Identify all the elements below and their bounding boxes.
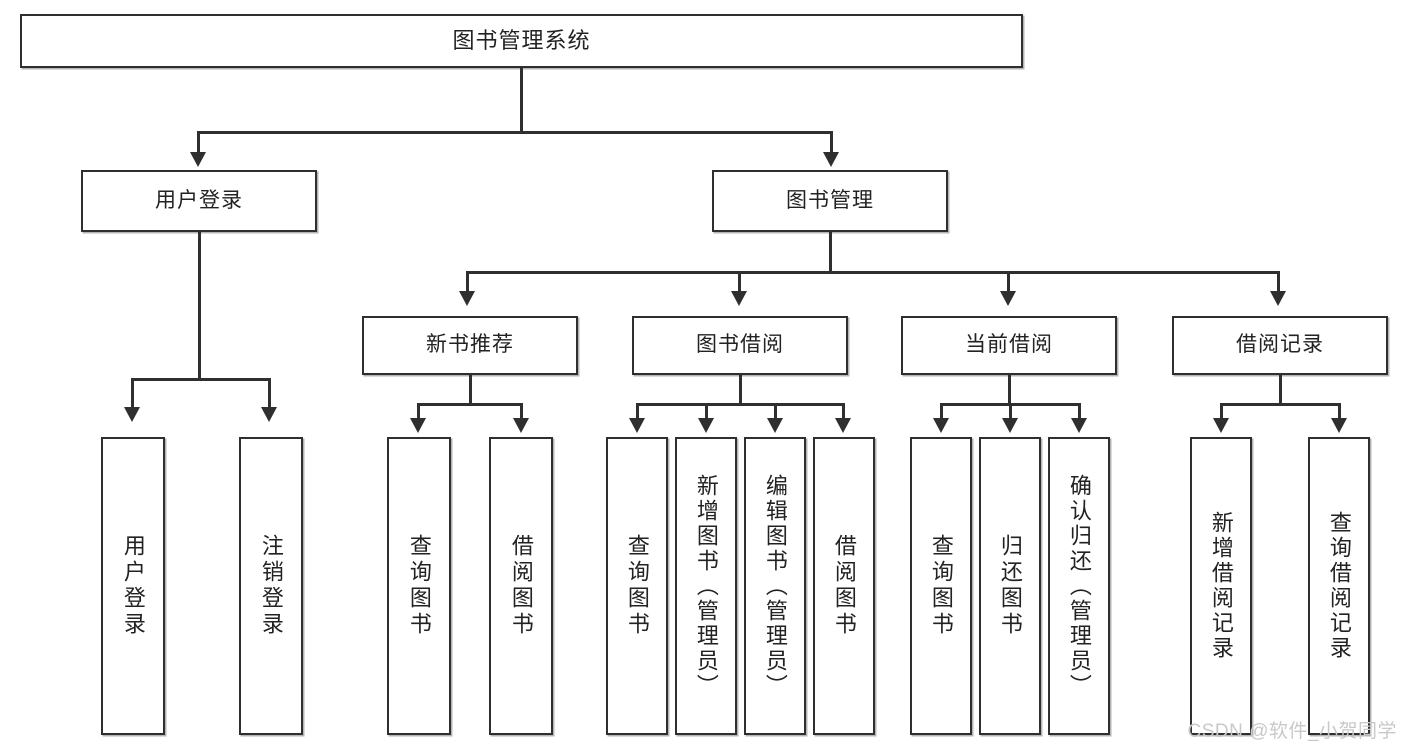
arrowhead-current-borrow-0 (933, 418, 949, 433)
connector-new-book-drop-0 (417, 403, 420, 419)
arrowhead-new-book-1 (513, 418, 529, 433)
node-label: 新增图书（管理员） (693, 473, 719, 699)
arrowhead-borrow-record-1 (1331, 418, 1347, 433)
arrowhead-user-login-1 (261, 407, 277, 422)
arrowhead-level3-3 (1270, 291, 1286, 306)
connector-new-book-bus (417, 403, 522, 406)
node-label: 编辑图书（管理员） (762, 473, 788, 699)
node-label: 图书借阅 (696, 333, 784, 357)
leaf-borrow-record-add-record[interactable]: 新增借阅记录 (1190, 437, 1252, 735)
connector-book-mgmt-stem (829, 232, 832, 273)
node-label: 查询图书 (928, 534, 954, 638)
arrowhead-level3-0 (459, 291, 475, 306)
arrowhead-book-borrow-0 (629, 418, 645, 433)
node-new-book-recommend[interactable]: 新书推荐 (362, 316, 578, 375)
connector-current-borrow-drop-1 (1009, 403, 1012, 419)
node-label: 查询借阅记录 (1326, 511, 1352, 661)
leaf-book-borrow-add-book[interactable]: 新增图书（管理员） (675, 437, 737, 735)
connector-borrow-record-drop-0 (1220, 403, 1223, 419)
leaf-book-borrow-edit-book[interactable]: 编辑图书（管理员） (744, 437, 806, 735)
connector-book-borrow-bus (636, 403, 844, 406)
arrowhead-current-borrow-2 (1071, 418, 1087, 433)
node-label: 借阅记录 (1236, 333, 1324, 357)
connector-borrow-record-bus (1220, 403, 1340, 406)
node-label: 当前借阅 (965, 333, 1053, 357)
node-label: 新增借阅记录 (1208, 511, 1234, 661)
leaf-new-book-borrow-book[interactable]: 借阅图书 (489, 437, 553, 735)
node-label: 图书管理 (786, 188, 874, 212)
node-book-management[interactable]: 图书管理 (712, 170, 948, 232)
leaf-borrow-record-query-record[interactable]: 查询借阅记录 (1308, 437, 1370, 735)
arrowhead-borrow-record-0 (1213, 418, 1229, 433)
node-label: 图书管理系统 (452, 28, 591, 54)
connector-new-book-stem (469, 375, 472, 405)
node-label: 查询图书 (624, 534, 650, 638)
node-label: 借阅图书 (831, 534, 857, 638)
leaf-book-borrow-borrow-book[interactable]: 借阅图书 (813, 437, 875, 735)
connector-book-borrow-drop-3 (842, 403, 845, 419)
leaf-current-borrow-confirm-return[interactable]: 确认归还（管理员） (1048, 437, 1110, 735)
connector-book-borrow-drop-2 (774, 403, 777, 419)
connector-level2-bus (197, 131, 832, 134)
arrowhead-book-borrow-1 (698, 418, 714, 433)
arrowhead-level3-2 (1000, 291, 1016, 306)
arrowhead-book-borrow-2 (767, 418, 783, 433)
connector-user-login-bus (131, 378, 270, 381)
connector-current-borrow-drop-0 (940, 403, 943, 419)
connector-level2-drop-1 (830, 131, 833, 153)
leaf-new-book-query-book[interactable]: 查询图书 (387, 437, 451, 735)
leaf-current-borrow-return-book[interactable]: 归还图书 (979, 437, 1041, 735)
arrowhead-user-login-0 (124, 407, 140, 422)
connector-borrow-record-drop-1 (1338, 403, 1341, 419)
connector-current-borrow-stem (1008, 375, 1011, 405)
connector-borrow-record-stem (1279, 375, 1282, 405)
leaf-current-borrow-query-book[interactable]: 查询图书 (910, 437, 972, 735)
connector-level3-drop-2 (1007, 271, 1010, 292)
connector-new-book-drop-1 (520, 403, 523, 419)
node-label: 借阅图书 (508, 534, 534, 638)
node-label: 用户登录 (120, 534, 146, 638)
arrowhead-level2-0 (190, 152, 206, 167)
leaf-user-login-logout[interactable]: 注销登录 (239, 437, 303, 735)
arrowhead-current-borrow-1 (1002, 418, 1018, 433)
node-label: 新书推荐 (426, 333, 514, 357)
arrowhead-new-book-0 (410, 418, 426, 433)
connector-level3-bus (466, 271, 1278, 274)
connector-user-login-drop-0 (131, 378, 134, 408)
connector-user-login-stem (198, 232, 201, 380)
arrowhead-book-borrow-3 (835, 418, 851, 433)
node-book-management-system[interactable]: 图书管理系统 (20, 14, 1023, 68)
node-label: 确认归还（管理员） (1066, 473, 1092, 699)
connector-book-borrow-stem (739, 375, 742, 405)
connector-level3-drop-3 (1277, 271, 1280, 292)
node-label: 注销登录 (258, 534, 284, 638)
connector-level3-drop-1 (738, 271, 741, 292)
connector-current-borrow-drop-2 (1078, 403, 1081, 419)
connector-level3-drop-0 (466, 271, 469, 292)
node-user-login[interactable]: 用户登录 (81, 170, 317, 232)
arrowhead-level2-1 (823, 152, 839, 167)
connector-book-borrow-drop-0 (636, 403, 639, 419)
node-book-borrow[interactable]: 图书借阅 (632, 316, 848, 375)
connector-root-stem (520, 68, 523, 132)
node-current-borrow[interactable]: 当前借阅 (901, 316, 1117, 375)
node-label: 归还图书 (997, 534, 1023, 638)
connector-user-login-drop-1 (268, 378, 271, 408)
leaf-book-borrow-query-book[interactable]: 查询图书 (606, 437, 668, 735)
node-label: 用户登录 (155, 188, 243, 212)
node-label: 查询图书 (406, 534, 432, 638)
node-borrow-record[interactable]: 借阅记录 (1172, 316, 1388, 375)
leaf-user-login-login[interactable]: 用户登录 (101, 437, 165, 735)
connector-level2-drop-0 (197, 131, 200, 153)
arrowhead-level3-1 (731, 291, 747, 306)
connector-book-borrow-drop-1 (705, 403, 708, 419)
watermark-text: CSDN @软件_小贺同学 (1187, 721, 1397, 742)
